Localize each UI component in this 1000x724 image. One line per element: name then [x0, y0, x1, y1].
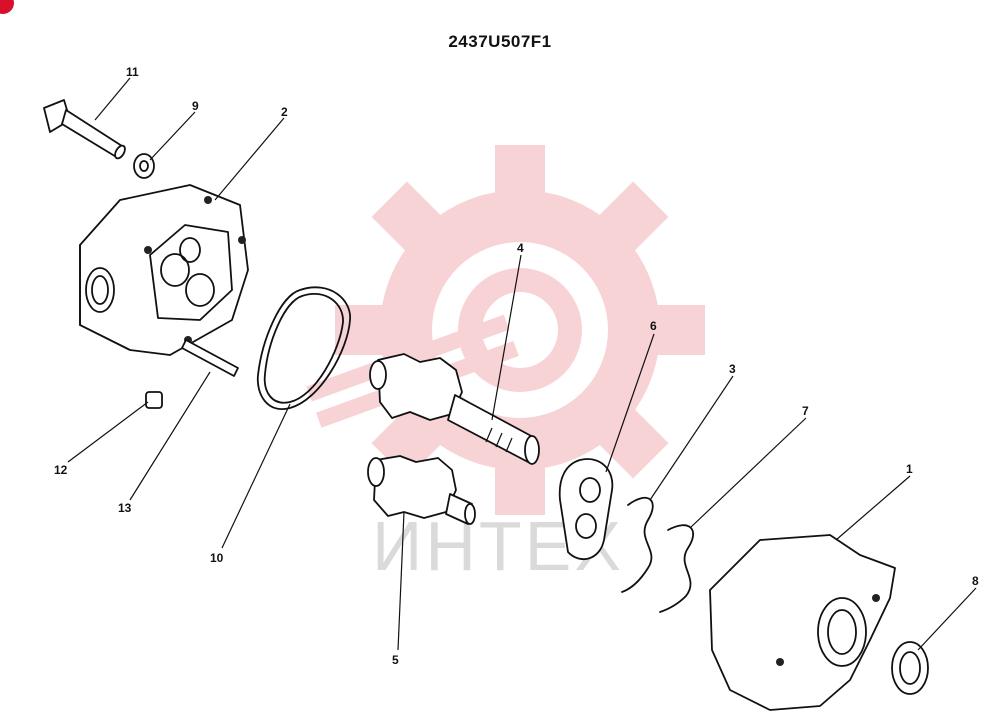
- callout-5: 5: [392, 653, 399, 667]
- part-10-o-ring: [256, 286, 351, 411]
- callout-labels: 11 9 2 4 6 3 7 1 8 12 13 10 5: [54, 65, 979, 667]
- part-6-wear-plate: [558, 458, 614, 561]
- part-8-oil-seal: [891, 641, 929, 695]
- part-1-body: [709, 534, 896, 711]
- part-2-cover: [79, 184, 249, 356]
- callout-1: 1: [906, 462, 913, 476]
- callout-2: 2: [281, 105, 288, 119]
- part-3-seal: [621, 496, 654, 593]
- part-7-seal: [659, 524, 694, 613]
- callout-12: 12: [54, 463, 68, 477]
- callout-9: 9: [192, 99, 199, 113]
- callout-6: 6: [650, 319, 657, 333]
- part-13-pin: [181, 339, 239, 377]
- part-4-drive-gear: [369, 353, 540, 465]
- callout-11: 11: [126, 65, 139, 79]
- callout-13: 13: [118, 501, 132, 515]
- callout-10: 10: [210, 551, 224, 565]
- part-12-plug: [145, 391, 163, 409]
- corner-badge: [0, 0, 14, 14]
- callout-4: 4: [517, 241, 524, 255]
- drawing-number: 2437U507F1: [448, 32, 552, 51]
- leader-lines: [67, 77, 977, 651]
- callout-3: 3: [729, 362, 736, 376]
- part-11-bolt: [43, 99, 126, 160]
- callout-7: 7: [802, 404, 809, 418]
- part-9-washer: [133, 153, 155, 179]
- part-5-driven-gear: [367, 455, 476, 525]
- callout-8: 8: [972, 574, 979, 588]
